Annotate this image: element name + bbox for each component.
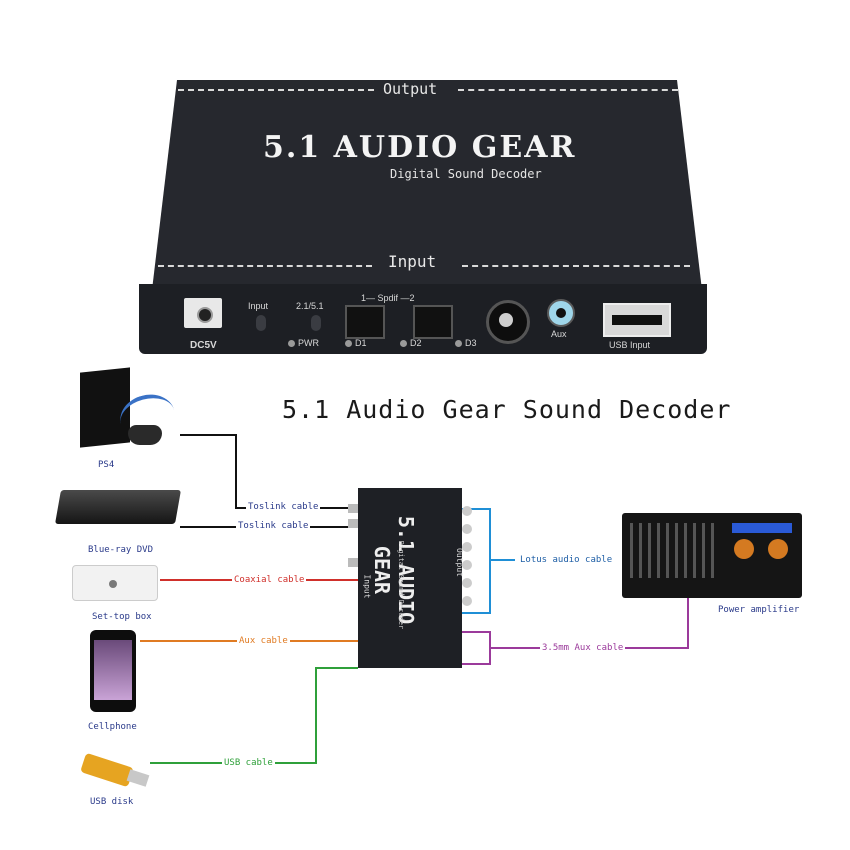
aux-port (547, 299, 575, 327)
spdif-label: 1— Spdif —2 (361, 293, 415, 303)
decoder-device-small (358, 488, 462, 668)
output-dash-left (178, 89, 374, 91)
output-label: Output (383, 80, 438, 98)
input-dash-left (158, 265, 372, 267)
aux35-to-amp-line (490, 598, 689, 649)
mode-button-label: 2.1/5.1 (296, 301, 324, 311)
spdif-2-port (413, 305, 453, 339)
input-button-label: Input (248, 301, 269, 311)
mode-button[interactable] (311, 315, 321, 331)
input-button[interactable] (256, 315, 266, 331)
bluray-player-icon (55, 490, 181, 524)
led-icon (455, 340, 462, 348)
led-icon (345, 340, 352, 348)
settop-label: Set-top box (92, 612, 152, 622)
output-dash-right (458, 89, 678, 91)
led-icon (288, 340, 295, 348)
ps4-cable-line (180, 434, 358, 509)
cable-label-lotus: Lotus audio cable (518, 555, 615, 565)
dc5v-port (184, 298, 222, 328)
cable-label-usb: USB cable (222, 758, 275, 768)
small-device-input: Input (362, 574, 372, 599)
cable-label-bluray: Toslink cable (236, 521, 311, 531)
bluray-label: Blue-ray DVD (88, 545, 154, 555)
coaxial-port (486, 300, 530, 344)
small-device-output: Output (454, 548, 464, 577)
led-pwr: PWR (288, 338, 319, 348)
cable-label-settop: Coaxial cable (232, 575, 307, 585)
input-label: Input (388, 252, 437, 271)
device-top-panel (152, 80, 702, 290)
led-d3: D3 (455, 338, 477, 348)
input-dash-right (462, 265, 690, 267)
usb-label: USB Input (609, 340, 651, 350)
led-pwr-label: PWR (298, 338, 319, 348)
usb-cable-line (150, 667, 358, 764)
cable-label-aux35: 3.5mm Aux cable (540, 643, 626, 653)
led-d3-label: D3 (465, 338, 477, 348)
led-d1-label: D1 (355, 338, 367, 348)
amplifier-label: Power amplifier (718, 605, 800, 615)
small-device-title: 5.1 AUDIO GEAR (370, 515, 418, 625)
diagram-title: 5.1 Audio Gear Sound Decoder (282, 395, 732, 424)
led-d1: D1 (345, 338, 367, 348)
ps4-controller-icon (128, 425, 162, 445)
small-device-subtitle: Digital Sound Decoder (397, 540, 405, 630)
small-output-ports (462, 498, 474, 658)
led-d2-label: D2 (410, 338, 422, 348)
cable-label-cellphone: Aux cable (237, 636, 290, 646)
cellphone-label: Cellphone (88, 722, 137, 732)
cable-label-ps4: Toslink cable (246, 502, 321, 512)
power-amplifier-icon (622, 513, 802, 598)
spdif-1-port (345, 305, 385, 339)
usb-disk-label: USB disk (90, 797, 134, 807)
led-icon (400, 340, 407, 348)
usb-port (603, 303, 671, 337)
device-title: 5.1 AUDIO GEAR (263, 130, 577, 165)
small-input-ports (348, 498, 358, 648)
ps4-label: PS4 (98, 460, 115, 470)
led-d2: D2 (400, 338, 422, 348)
dc5v-label: DC5V (190, 340, 217, 351)
device-subtitle: Digital Sound Decoder (390, 167, 542, 181)
settop-box-icon (72, 565, 158, 601)
cellphone-icon (90, 630, 136, 712)
aux-label: Aux (551, 329, 567, 339)
